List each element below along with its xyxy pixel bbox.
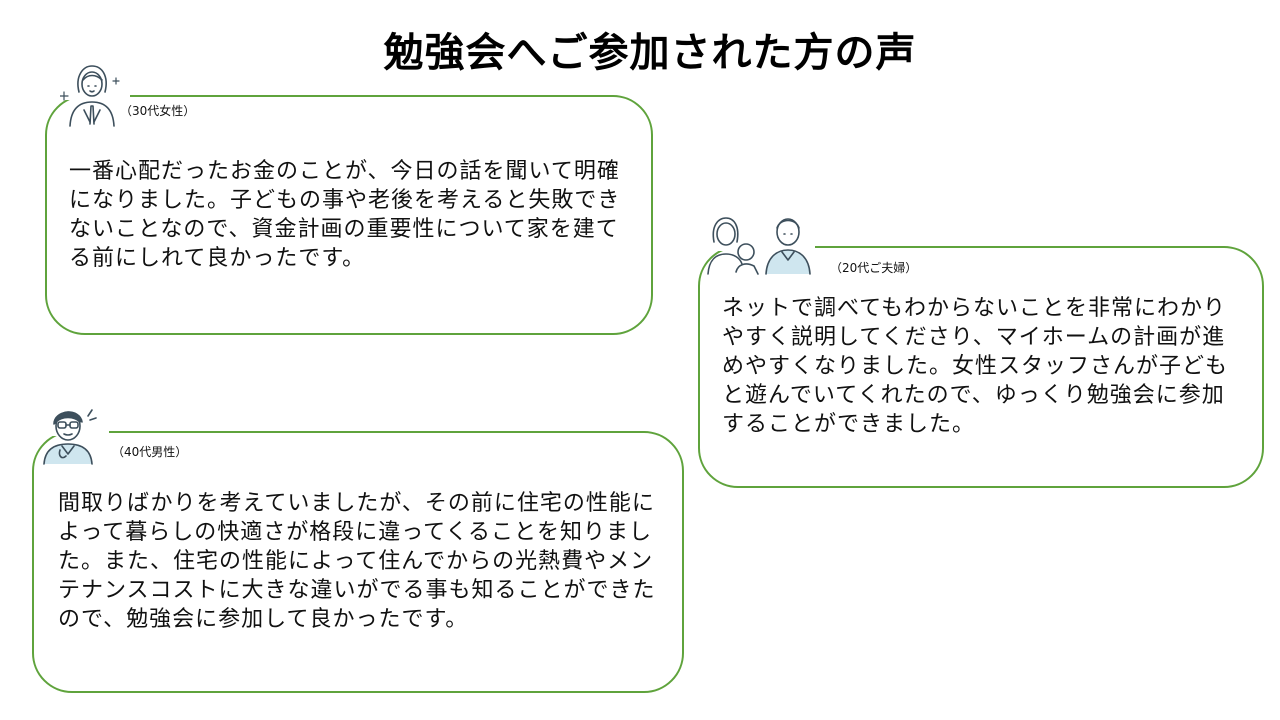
- testimonial-card-1: 一番心配だったお金のことが、今日の話を聞いて明確になりました。子どもの事や老後を…: [44, 94, 653, 335]
- testimonial-card-2: ネットで調べてもわからないことを非常にわかりやすく説明してくださり、マイホームの…: [697, 245, 1264, 488]
- testimonial-text: 間取りばかりを考えていましたが、その前に住宅の性能によって暮らしの快適さが格段に…: [58, 491, 656, 632]
- testimonial-label: （30代女性）: [120, 104, 196, 118]
- woman-praying-icon: [60, 65, 120, 127]
- testimonial-card-3: 間取りばかりを考えていましたが、その前に住宅の性能によって暮らしの快適さが格段に…: [31, 430, 684, 693]
- page-title: 勉強会へご参加された方の声: [383, 30, 917, 76]
- couple-with-child-icon: [707, 217, 811, 275]
- testimonial-label: （40代男性）: [112, 445, 188, 459]
- testimonial-text: 一番心配だったお金のことが、今日の話を聞いて明確になりました。子どもの事や老後を…: [69, 159, 621, 271]
- man-with-glasses-icon: [43, 409, 97, 465]
- testimonial-label: （20代ご夫婦）: [830, 261, 918, 275]
- testimonial-text: ネットで調べてもわからないことを非常にわかりやすく説明してくださり、マイホームの…: [722, 296, 1229, 437]
